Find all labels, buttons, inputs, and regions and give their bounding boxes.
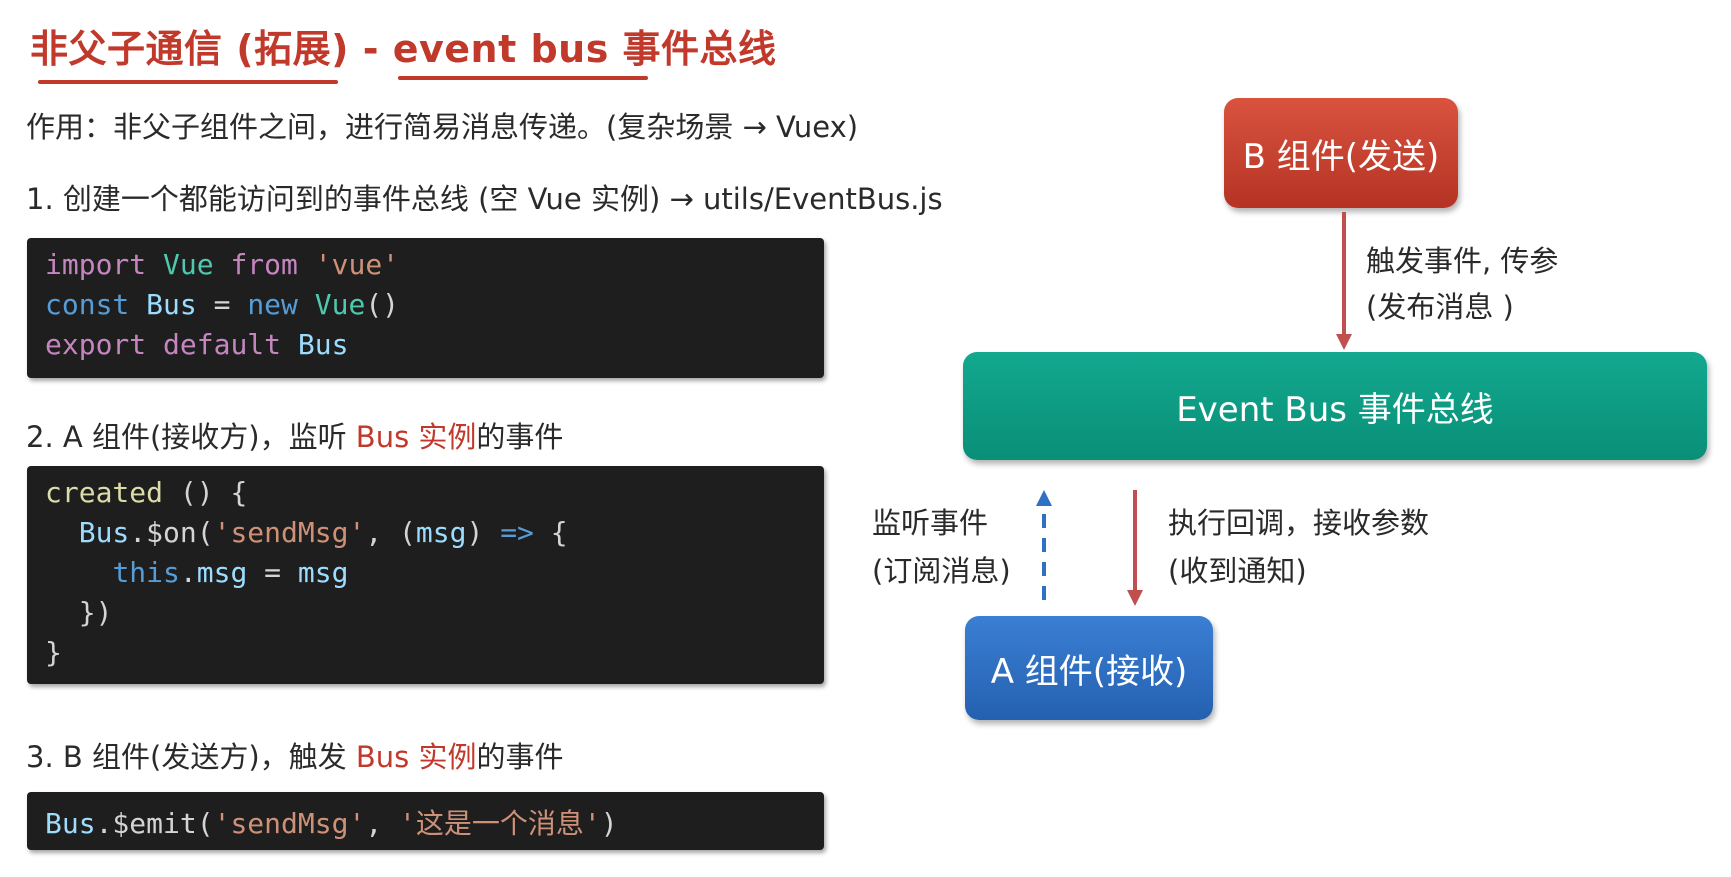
listen-label-2: (订阅消息) bbox=[872, 554, 1011, 588]
code-line: }) bbox=[78, 596, 113, 629]
code-line: this.msg = msg bbox=[112, 556, 349, 589]
trigger-label-2: (发布消息 ) bbox=[1366, 290, 1514, 324]
callback-label-2: (收到通知) bbox=[1168, 554, 1307, 588]
b-component-box: B 组件(发送) bbox=[1224, 98, 1458, 208]
callback-arrow-head bbox=[1127, 590, 1143, 606]
listen-arrow-head bbox=[1036, 490, 1052, 506]
listen-label-1: 监听事件 bbox=[872, 506, 989, 540]
trigger-label-1: 触发事件, 传参 bbox=[1366, 244, 1559, 278]
code-line: import Vue from 'vue' bbox=[45, 248, 400, 281]
a-component-box: A 组件(接收) bbox=[965, 616, 1213, 720]
title-underline-left bbox=[38, 80, 338, 84]
code-line: Bus.$on('sendMsg', (msg) => { bbox=[78, 516, 568, 549]
callback-label-1: 执行回调，接收参数 bbox=[1168, 506, 1430, 540]
purpose-text: 作用：非父子组件之间，进行简易消息传递。(复杂场景 → Vuex) bbox=[26, 110, 859, 144]
page-title: 非父子通信 (拓展) - event bus 事件总线 bbox=[30, 27, 777, 71]
event-bus-box: Event Bus 事件总线 bbox=[963, 352, 1707, 460]
step-3-text: 3. B 组件(发送方)，触发 Bus 实例的事件 bbox=[26, 740, 564, 774]
code-block-create-bus: import Vue from 'vue' const Bus = new Vu… bbox=[27, 238, 824, 378]
code-block-listen: created () { Bus.$on('sendMsg', (msg) =>… bbox=[27, 466, 824, 684]
code-line: export default Bus bbox=[45, 328, 349, 361]
title-underline-right bbox=[398, 76, 648, 80]
code-line: created () { bbox=[45, 476, 248, 509]
code-line: Bus.$emit('sendMsg', '这是一个消息') bbox=[45, 807, 618, 840]
step-1-text: 1. 创建一个都能访问到的事件总线 (空 Vue 实例) → utils/Eve… bbox=[26, 182, 943, 216]
code-block-emit: Bus.$emit('sendMsg', '这是一个消息') bbox=[27, 792, 824, 850]
code-line: } bbox=[45, 636, 62, 669]
trigger-arrow-head bbox=[1336, 334, 1352, 350]
code-line: const Bus = new Vue() bbox=[45, 288, 400, 321]
step-2-text: 2. A 组件(接收方)，监听 Bus 实例的事件 bbox=[26, 420, 564, 454]
